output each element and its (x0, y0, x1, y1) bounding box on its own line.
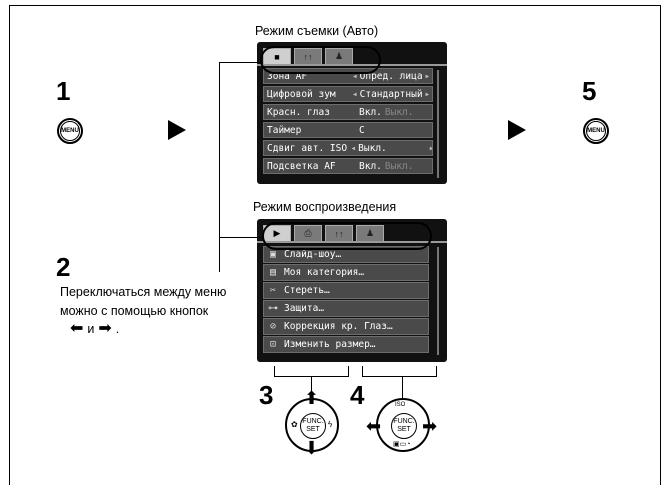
instruction-line-2: можно с помощью кнопок (60, 304, 209, 318)
resize-icon: ⊡ (269, 339, 277, 350)
menu-button-label: MENU (60, 121, 80, 141)
category-icon: ▤ (269, 267, 277, 278)
menu-button-icon: MENU (57, 118, 83, 144)
drive-mode-icon: ▣▭◔ (393, 441, 411, 448)
menu-row-protect: ⊶Защита… (263, 300, 429, 317)
redeye-icon: ⊘ (269, 321, 277, 332)
left-arrow-icon: ⬅ (70, 320, 84, 337)
menu-button-icon: MENU (583, 118, 609, 144)
erase-icon: ✂ (269, 285, 277, 296)
playback-menu-title: Режим воспроизведения (253, 200, 397, 214)
right-arrow-icon: ➡ (422, 416, 438, 436)
step-5-number: 5 (582, 76, 597, 106)
step-1-number: 1 (56, 76, 71, 106)
macro-icon: ✿ (291, 420, 298, 429)
down-arrow-icon: ⬇ (304, 438, 320, 458)
page-frame (9, 5, 661, 485)
flash-icon: ϟ (328, 420, 333, 429)
step-4-number: 4 (350, 380, 365, 410)
menu-row-iso-shift: Сдвиг авт. ISO◀Выкл.▶ (263, 140, 433, 156)
control-dial-leftright: FUNC.SET ISO ⬅ ➡ ▣▭◔ (366, 398, 437, 452)
left-arrow-icon: ⬅ (366, 416, 382, 436)
mymenu-tab-icon: ♟ (325, 48, 353, 65)
menu-row-red-eye-correction: ⊘Коррекция кр. Глаз… (263, 318, 429, 335)
menu-row-digital-zoom: Цифровой зум◀Стандартный▶ (263, 86, 433, 102)
connector-line (219, 237, 263, 238)
self-timer-icon: Ċ (359, 124, 365, 136)
connector-line (219, 62, 261, 63)
arrow-right-icon (508, 120, 526, 140)
menu-row-slideshow: ▣Слайд-шоу… (263, 246, 429, 263)
control-dial-updown: FUNC.SET ⬆ ⬇ ✿ ϟ (285, 388, 339, 458)
connector-line (219, 62, 220, 272)
iso-label: ISO (395, 402, 406, 408)
menu-row-resize: ⊡Изменить размер… (263, 336, 429, 353)
shooting-tabs-highlight (260, 46, 381, 74)
right-arrow-icon: ➡ (98, 320, 112, 337)
up-arrow-icon: ⬆ (304, 388, 320, 408)
menu-button-label: MENU (586, 121, 606, 141)
step-2-number: 2 (56, 252, 71, 282)
shooting-menu-screen: ■ ↑↑ ♟ Зона AF◀Опред. лица▶ Цифровой зум… (257, 42, 447, 184)
instruction-line-3: ⬅ и ➡. (70, 320, 120, 337)
menu-row-my-category: ▤Моя категория… (263, 264, 429, 281)
menu-row-erase: ✂Стереть… (263, 282, 429, 299)
shooting-menu-title: Режим съемки (Авто) (255, 24, 379, 38)
step-3-number: 3 (259, 380, 274, 410)
slideshow-icon: ▣ (269, 249, 277, 260)
instruction-line-1: Переключаться между меню (60, 285, 227, 299)
protect-icon: ⊶ (268, 303, 278, 314)
arrow-right-icon (168, 120, 186, 140)
playback-tabs-highlight (262, 222, 432, 250)
playback-menu-screen: ▶ ⎙ ↑↑ ♟ ▣Слайд-шоу… ▤Моя категория… ✂Ст… (257, 219, 447, 362)
